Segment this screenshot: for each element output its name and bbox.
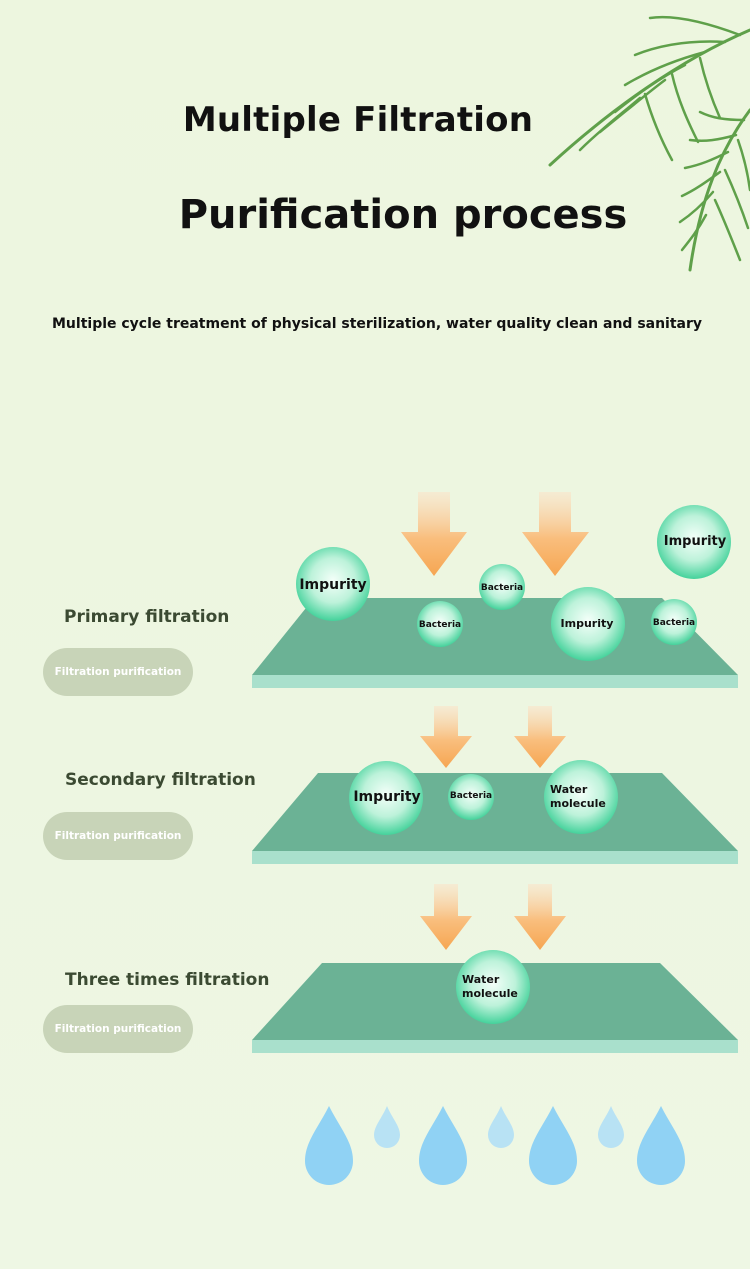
bacteria-particle <box>479 564 525 610</box>
bacteria-particle <box>651 599 697 645</box>
filter-layer-1-edge <box>252 675 738 688</box>
subtitle: Multiple cycle treatment of physical ste… <box>52 316 703 332</box>
down-arrow-icon <box>420 884 472 950</box>
water-molecule-label-line1: Water <box>462 973 500 986</box>
stage-label-primary: Primary filtration <box>64 607 230 627</box>
water-molecule-label-line2: molecule <box>550 797 606 810</box>
bacteria-label: Bacteria <box>481 583 523 593</box>
filter-layer-2 <box>252 773 738 851</box>
bacteria-label: Bacteria <box>419 620 461 630</box>
down-arrow-icon <box>514 706 566 768</box>
water-drop-icon <box>529 1106 577 1185</box>
water-molecule-particle <box>544 760 618 834</box>
impurity-particle <box>657 505 731 579</box>
water-drop-icon <box>374 1106 400 1148</box>
down-arrow-icon <box>420 706 472 768</box>
water-drop-icon <box>598 1106 624 1148</box>
down-arrow-icon <box>522 492 589 576</box>
title-line-1: Multiple Filtration <box>182 100 534 140</box>
bacteria-particle <box>448 774 494 820</box>
water-drop-icon <box>419 1106 467 1185</box>
impurity-particle <box>296 547 370 621</box>
impurity-label: Impurity <box>664 534 727 549</box>
water-drop-icon <box>488 1106 514 1148</box>
bacteria-label: Bacteria <box>450 791 492 801</box>
impurity-label: Impurity <box>561 617 614 630</box>
bacteria-particle <box>417 601 463 647</box>
impurity-label: Impurity <box>299 577 366 593</box>
stage-pill-primary: Filtration purification <box>43 648 193 696</box>
title-line-2: Purification process <box>178 192 628 238</box>
water-molecule-label-line1: Water <box>550 783 588 796</box>
stage-pill-secondary: Filtration purification <box>43 812 193 860</box>
impurity-label: Impurity <box>353 789 420 805</box>
stage-label-third: Three times filtration <box>65 970 270 990</box>
water-drop-icon <box>637 1106 685 1185</box>
impurity-particle <box>551 587 625 661</box>
stage-pill-third: Filtration purification <box>43 1005 193 1053</box>
stage-label-secondary: Secondary filtration <box>65 770 256 790</box>
bacteria-label: Bacteria <box>653 618 695 628</box>
palm-leaf-icon <box>548 15 750 272</box>
down-arrow-icon <box>514 884 566 950</box>
water-molecule-particle <box>456 950 530 1024</box>
water-molecule-label-line2: molecule <box>462 987 518 1000</box>
water-drop-icon <box>305 1106 353 1185</box>
filter-layer-3-edge <box>252 1040 738 1053</box>
filter-layer-2-edge <box>252 851 738 864</box>
down-arrow-icon <box>401 492 467 576</box>
impurity-particle <box>349 761 423 835</box>
